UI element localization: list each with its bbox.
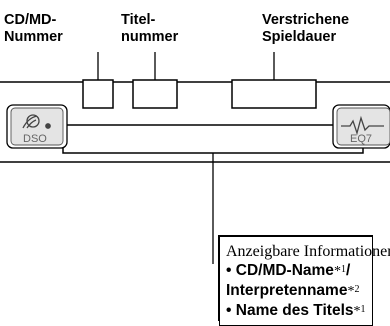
info-item-text: CD/MD-Name <box>235 262 334 279</box>
track-number-label-line1: Titel- <box>121 12 156 28</box>
info-item-footnote-mark: * <box>347 284 355 299</box>
track-number-label: Titel- nummer <box>121 12 178 46</box>
info-heading: Anzeigbare Informationen <box>226 243 390 260</box>
dso-icon <box>22 114 51 129</box>
elapsed-time-label-line2: Spieldauer <box>262 29 337 45</box>
cd-md-number-segment <box>82 79 114 109</box>
info-item-footnote-mark: * <box>353 304 361 319</box>
cd-md-number-label: CD/MD- Nummer <box>4 12 63 46</box>
dso-button[interactable]: DSO <box>6 104 68 149</box>
info-item-artist-name: Interpretenname*2 <box>226 281 390 301</box>
track-number-label-line2: nummer <box>121 29 179 45</box>
info-item-text: Interpretenname <box>226 282 348 299</box>
cd-md-number-label-line1: CD/MD- <box>4 12 57 28</box>
info-item-footnote-num: 1 <box>360 304 366 315</box>
info-item-footnote-num: 1 <box>340 264 346 275</box>
info-item-cd-md-name: • CD/MD-Name*1/ <box>226 261 390 281</box>
dso-label: DSO <box>23 133 47 145</box>
info-item-bullet: • <box>226 262 232 279</box>
info-item-track-name: • Name des Titels*1 <box>226 301 390 321</box>
info-item-footnote-mark: * <box>333 264 341 279</box>
elapsed-time-label-line1: Verstrichene <box>262 12 350 28</box>
info-item-bullet: • <box>226 302 232 319</box>
eq7-label: EQ7 <box>350 133 372 145</box>
info-item-footnote-num: 2 <box>354 284 360 295</box>
text-info-segment <box>62 124 364 154</box>
track-number-segment <box>132 79 178 109</box>
cd-md-number-label-line2: Nummer <box>4 29 63 45</box>
eq7-button[interactable]: EQ7 <box>332 104 390 149</box>
info-item-suffix: / <box>345 262 351 279</box>
info-box-outline-final <box>219 236 373 326</box>
eq-wave-icon <box>341 115 384 136</box>
info-item-text: Name des Titels <box>235 302 354 319</box>
elapsed-time-label: Verstrichene Spieldauer <box>262 12 349 46</box>
info-text: Anzeigbare Informationen • CD/MD-Name*1/… <box>226 242 390 321</box>
elapsed-time-segment <box>231 79 317 109</box>
